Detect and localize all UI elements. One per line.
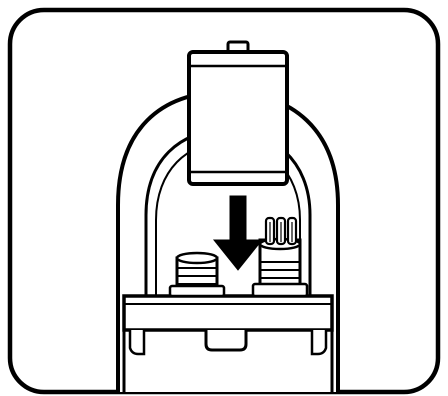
connector-left: [170, 253, 224, 296]
battery-icon: [189, 42, 287, 184]
connector-pins: [266, 218, 296, 244]
